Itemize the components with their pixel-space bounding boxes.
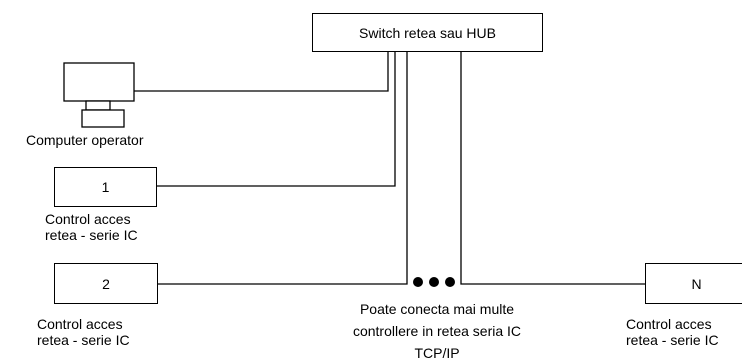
controller-1-box: 1 <box>54 167 157 207</box>
caption-line: retea - serie IC <box>45 227 138 243</box>
controller-2-box: 2 <box>54 263 158 304</box>
controller-n-box: N <box>645 263 742 304</box>
switch-label: Switch retea sau HUB <box>359 24 496 41</box>
computer-caption: Computer operator <box>26 132 144 148</box>
computer-icon <box>63 62 135 128</box>
link-controller-n-switch <box>460 52 645 285</box>
note-line: controllere in retea seria IC <box>352 323 522 339</box>
controller-1-id: 1 <box>101 179 110 195</box>
switch-box: Switch retea sau HUB <box>312 13 543 52</box>
ellipsis-dot <box>429 277 439 287</box>
note-line: TCP/IP <box>414 345 460 361</box>
monitor-shape <box>63 62 135 102</box>
network-note: Poate conecta mai multe controllere in r… <box>312 298 562 364</box>
caption-line: Control acces <box>45 211 131 227</box>
link-controller-2-switch <box>158 52 408 285</box>
caption-line: retea - serie IC <box>37 332 130 348</box>
monitor-stand-shape <box>85 100 111 111</box>
note-line: Poate conecta mai multe <box>359 301 515 317</box>
link-controller-1-switch <box>157 52 396 187</box>
keyboard-shape <box>81 109 125 128</box>
link-computer-switch <box>134 52 389 92</box>
ellipsis-dots <box>413 277 455 287</box>
caption-line: retea - serie IC <box>626 332 719 348</box>
ellipsis-dot <box>413 277 423 287</box>
controller-n-id: N <box>691 275 702 292</box>
controller-2-caption: Control acces retea - serie IC <box>37 316 130 348</box>
caption-line: Control acces <box>37 316 123 332</box>
caption-line: Control acces <box>626 316 712 332</box>
controller-1-caption: Control acces retea - serie IC <box>45 211 138 243</box>
controller-2-id: 2 <box>102 275 110 292</box>
ellipsis-dot <box>445 277 455 287</box>
controller-n-caption: Control acces retea - serie IC <box>626 316 719 348</box>
